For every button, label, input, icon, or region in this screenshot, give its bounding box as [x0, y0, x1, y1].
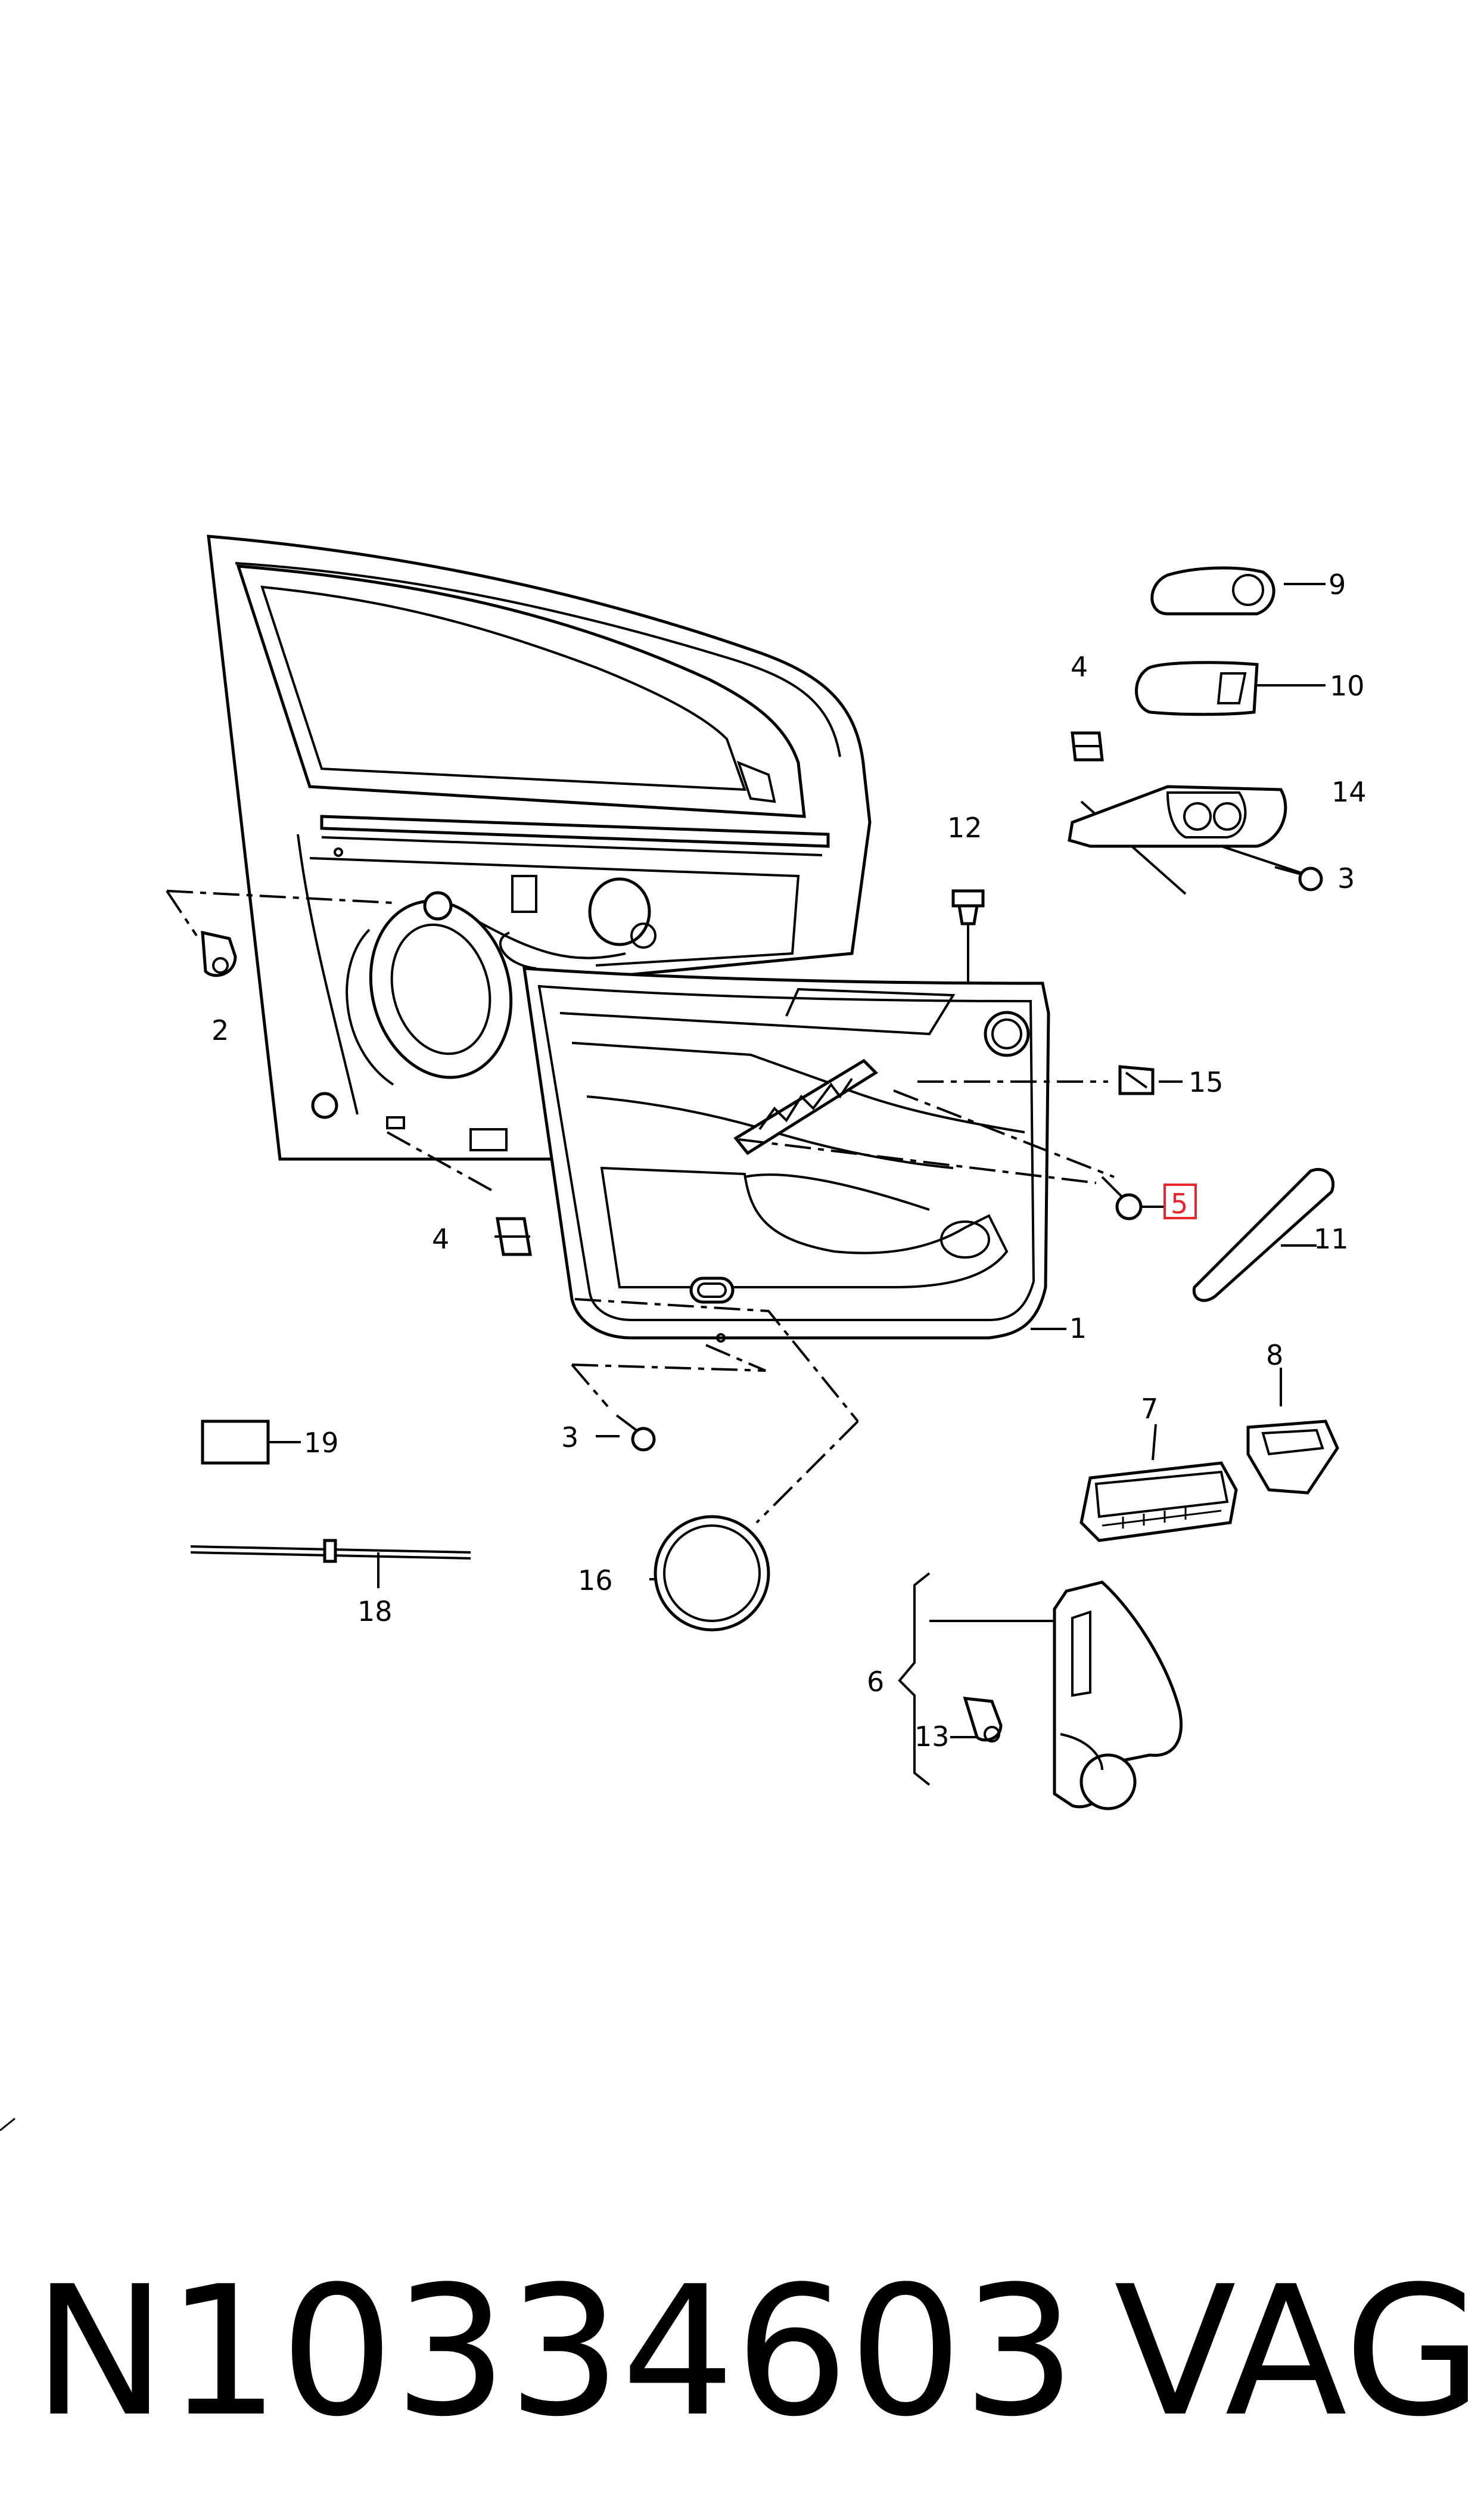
part-19-label: [201, 1420, 270, 1465]
door-shell: [207, 535, 872, 1161]
callout-16: 16: [578, 1564, 613, 1596]
part-7-switch: [1079, 1461, 1238, 1542]
callout-labels: 1 2 3 3 4 4 5 6 7 8 9 10 11 12 13 14 15 …: [211, 569, 1367, 1753]
callout-9: 9: [1329, 569, 1346, 601]
part-15-clip: [1118, 1065, 1155, 1095]
part-5-screw: [1101, 1176, 1143, 1220]
callout-18: 18: [357, 1595, 393, 1627]
callout-2: 2: [211, 1014, 229, 1046]
part-4-clip-upper: [1071, 731, 1104, 762]
footer: N10334603 VAG: [33, 2248, 1482, 2456]
callout-14: 14: [1331, 776, 1367, 808]
callout-3-upper: 3: [1337, 862, 1355, 894]
callout-8: 8: [1266, 1339, 1283, 1371]
part-3-screw-upper: [1274, 866, 1323, 892]
part-12-clip: [951, 889, 985, 925]
part-10-inlay: [1135, 661, 1259, 716]
callout-5-highlight-box: [1163, 1184, 1197, 1219]
callout-15: 15: [1189, 1066, 1224, 1098]
callout-11: 11: [1314, 1223, 1349, 1255]
door-trim-panel: [522, 967, 1050, 1343]
part-16-ring: [654, 1515, 770, 1632]
part-2-clip: [201, 930, 237, 977]
callout-1: 1: [1069, 1312, 1087, 1344]
part-9-cover: [1150, 566, 1275, 616]
stray-mark: [0, 2117, 15, 2132]
part-6-armrest-panel: [1053, 1580, 1183, 1810]
callout-12: 12: [947, 812, 982, 844]
part-3-screw-lower: [615, 1414, 656, 1452]
callout-19: 19: [304, 1427, 339, 1459]
part-8-switch: [1246, 1420, 1339, 1495]
part-14-handle: [1068, 785, 1287, 848]
callout-13: 13: [914, 1720, 950, 1753]
part-13-clip: [963, 1697, 1003, 1743]
callout-10: 10: [1330, 670, 1365, 702]
part-number: N10334603: [33, 2248, 1076, 2456]
callout-6: 6: [867, 1666, 884, 1698]
callout-4-lower: 4: [432, 1223, 449, 1255]
part-4-clip-lower: [494, 1217, 532, 1256]
brand-name: VAG: [1114, 2248, 1482, 2456]
part-11-strip: [1192, 1167, 1335, 1302]
callout-5: 5: [1171, 1188, 1188, 1220]
callout-4-upper: 4: [1071, 651, 1088, 683]
callout-7: 7: [1141, 1393, 1158, 1425]
part-18-cable-tie: [190, 1539, 471, 1563]
callout-3-lower: 3: [561, 1421, 578, 1453]
